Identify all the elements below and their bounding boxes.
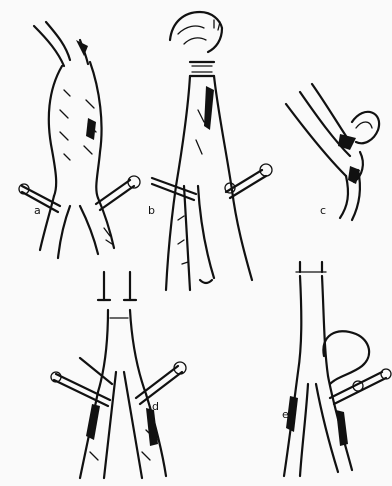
panel-b: b [148, 12, 272, 290]
panel-d: d [51, 272, 186, 478]
panel-c: c [286, 84, 379, 220]
panel-a: a [19, 22, 140, 258]
panel-label-e: e [282, 408, 289, 421]
panel-label-c: c [320, 204, 326, 217]
panel-e: e [282, 262, 391, 476]
panel-label-d: d [152, 400, 159, 413]
panel-label-a: a [34, 204, 41, 217]
panel-label-b: b [148, 204, 155, 217]
